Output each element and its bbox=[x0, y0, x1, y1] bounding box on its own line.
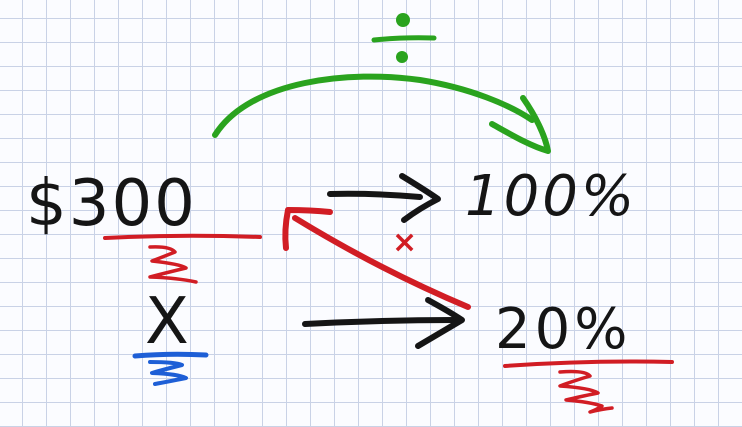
amount-300: $300 bbox=[26, 167, 197, 241]
green-curved-arrow-icon bbox=[212, 73, 551, 154]
top-right-arrow-icon bbox=[327, 173, 441, 223]
bottom-right-arrow-icon bbox=[302, 297, 465, 349]
red-underline-scribble-20-icon bbox=[503, 359, 674, 414]
blue-underline-scribble-icon bbox=[132, 351, 209, 386]
value-x-text: X bbox=[145, 285, 189, 359]
percent-100: 100% bbox=[465, 164, 637, 229]
unknown-x: X bbox=[145, 285, 189, 359]
value-100-percent-text: 100% bbox=[465, 164, 637, 229]
value-20-percent-text: 20% bbox=[495, 297, 631, 362]
multiply-symbol-text: × bbox=[392, 225, 417, 260]
red-multiply-arrow-icon: × bbox=[282, 207, 471, 310]
red-underline-scribble-icon bbox=[103, 233, 262, 284]
green-divide-symbol-icon bbox=[371, 13, 437, 63]
value-300-text: $300 bbox=[26, 167, 197, 241]
percent-20: 20% bbox=[495, 297, 631, 362]
